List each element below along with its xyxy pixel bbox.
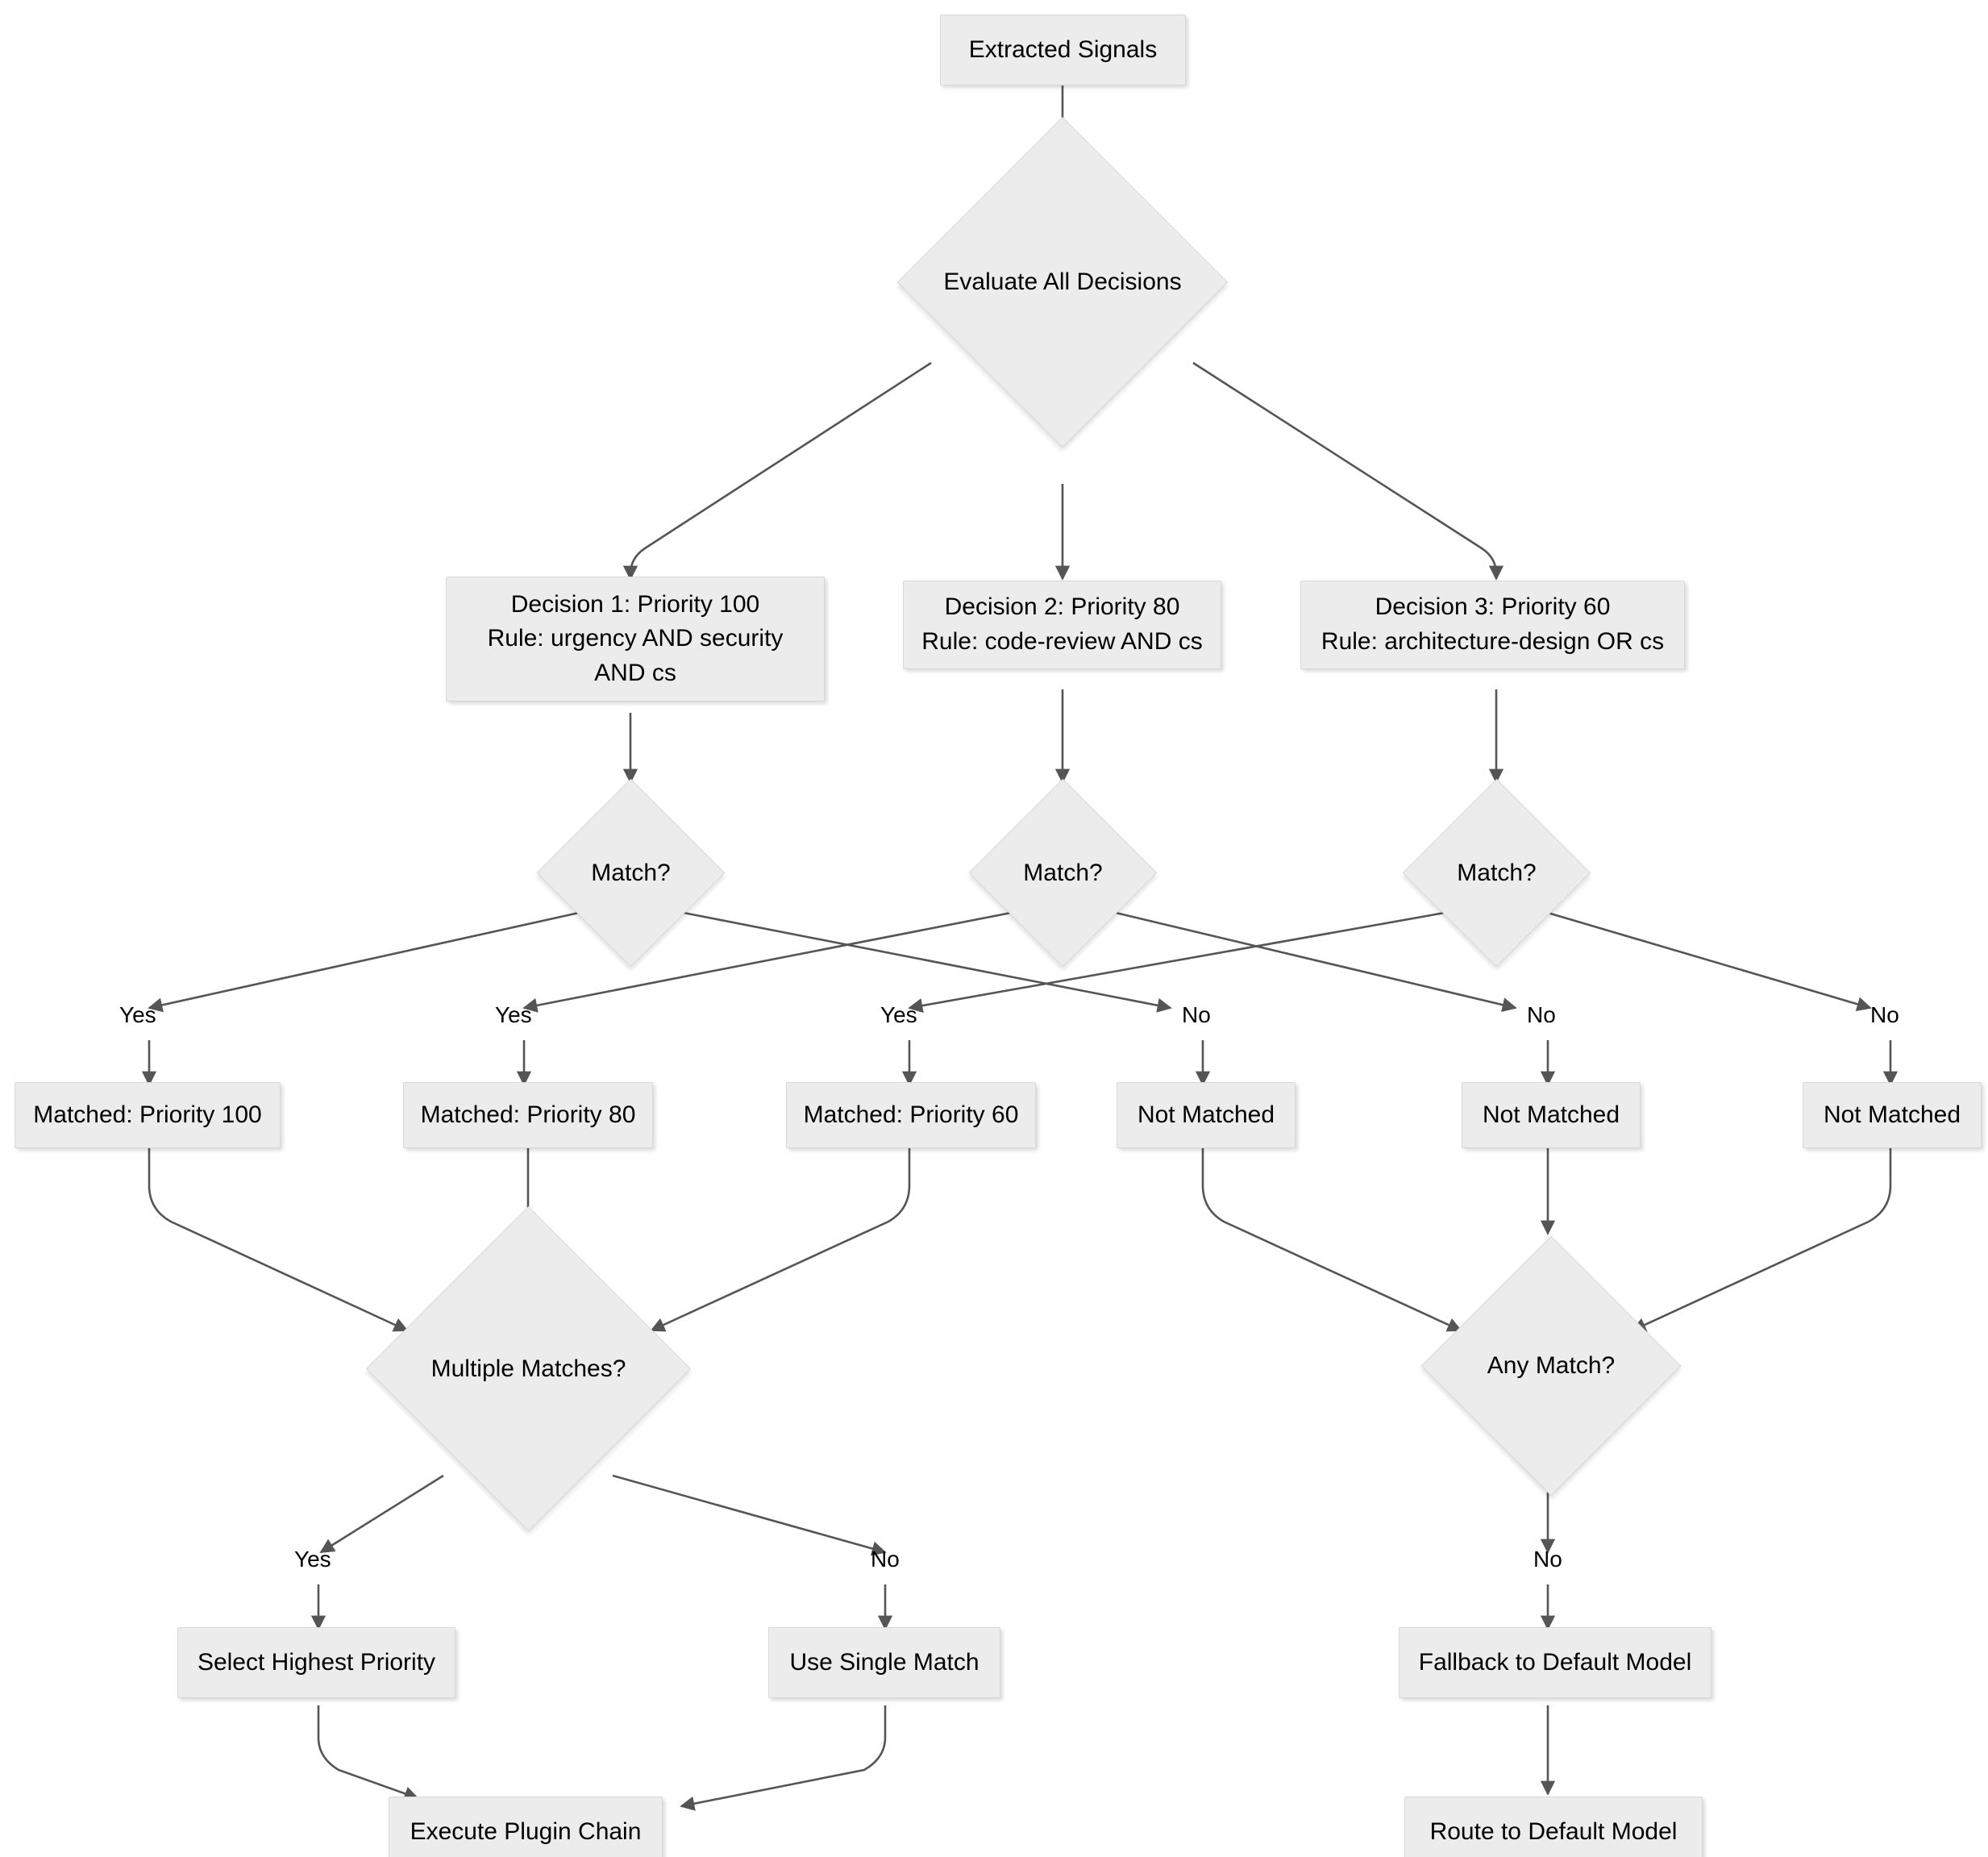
edge-label-no-1: No <box>1182 1002 1211 1027</box>
edge-selecthighest-execute <box>317 1705 419 1801</box>
node-use-single-match[interactable]: Use Single Match <box>768 1627 1000 1698</box>
node-label: Route to Default Model <box>1429 1817 1678 1845</box>
edge-label-multiple-yes: Yes <box>294 1547 331 1572</box>
edge-notmatched1-anymatch <box>1201 1145 1462 1332</box>
node-label: Not Matched <box>1823 1101 1961 1128</box>
edge-match3-no <box>1547 911 1872 1012</box>
node-match-1[interactable]: Match? <box>536 778 726 968</box>
node-label: Decision 3: Priority 60 Rule: architectu… <box>1320 593 1665 655</box>
node-matched-priority-100[interactable]: Matched: Priority 100 <box>15 1082 281 1148</box>
edge-evaluate-decision1 <box>622 361 932 581</box>
edge-label-multiple-no: No <box>871 1547 900 1572</box>
edge-label-yes-3: Yes <box>880 1002 917 1027</box>
node-not-matched-1[interactable]: Not Matched <box>1117 1082 1296 1148</box>
node-label: Match? <box>591 859 671 886</box>
edge-label-no-3: No <box>1870 1002 1899 1027</box>
node-route-to-default-model[interactable]: Route to Default Model <box>1404 1797 1703 1857</box>
edge-matched60-multiple <box>650 1145 911 1332</box>
node-label: Matched: Priority 100 <box>33 1101 262 1128</box>
edge-label-yes-1: Yes <box>119 1002 156 1027</box>
node-label: Not Matched <box>1137 1101 1275 1128</box>
node-evaluate-all-decisions[interactable]: Evaluate All Decisions <box>896 116 1229 448</box>
edge-notmatched3-anymatch <box>1631 1145 1892 1332</box>
node-label: Multiple Matches? <box>430 1355 626 1382</box>
node-label: Any Match? <box>1487 1352 1616 1379</box>
node-match-2[interactable]: Match? <box>968 778 1158 968</box>
node-matched-priority-60[interactable]: Matched: Priority 60 <box>786 1082 1036 1148</box>
edge-multiple-no <box>612 1474 887 1556</box>
edge-match1-yes <box>148 911 580 1013</box>
edge-evaluate-decision3 <box>1192 361 1504 581</box>
node-not-matched-2[interactable]: Not Matched <box>1462 1082 1641 1148</box>
node-multiple-matches[interactable]: Multiple Matches? <box>365 1205 692 1532</box>
node-not-matched-3[interactable]: Not Matched <box>1803 1082 1982 1148</box>
node-execute-plugin-chain[interactable]: Execute Plugin Chain <box>389 1797 663 1857</box>
node-label: Select Highest Priority <box>197 1648 436 1676</box>
node-label: Match? <box>1023 859 1103 886</box>
node-select-highest-priority[interactable]: Select Highest Priority <box>177 1627 455 1698</box>
node-label: Extracted Signals <box>968 35 1158 63</box>
edge-multiple-yes <box>319 1474 444 1554</box>
node-label: Fallback to Default Model <box>1418 1648 1692 1676</box>
node-label: Use Single Match <box>789 1648 979 1676</box>
edge-label-anymatch-no: No <box>1533 1547 1562 1572</box>
node-label: Decision 1: Priority 100 Rule: urgency A… <box>487 590 784 686</box>
node-decision-1[interactable]: Decision 1: Priority 100 Rule: urgency A… <box>446 577 825 702</box>
node-matched-priority-80[interactable]: Matched: Priority 80 <box>403 1082 653 1148</box>
edge-matched100-multiple <box>148 1145 409 1332</box>
node-label: Matched: Priority 60 <box>803 1101 1019 1128</box>
node-fallback-to-default-model[interactable]: Fallback to Default Model <box>1399 1627 1711 1698</box>
edge-label-no-2: No <box>1527 1002 1556 1027</box>
node-label: Decision 2: Priority 80 Rule: code-revie… <box>921 593 1203 655</box>
node-any-match[interactable]: Any Match? <box>1420 1235 1682 1497</box>
edge-label-yes-2: Yes <box>495 1002 532 1027</box>
node-match-3[interactable]: Match? <box>1402 778 1591 968</box>
node-extracted-signals[interactable]: Extracted Signals <box>940 15 1186 85</box>
edge-usesingle-execute <box>680 1705 887 1811</box>
node-decision-2[interactable]: Decision 2: Priority 80 Rule: code-revie… <box>903 581 1221 669</box>
node-label: Matched: Priority 80 <box>420 1101 636 1128</box>
node-label: Execute Plugin Chain <box>410 1817 642 1845</box>
node-label: Match? <box>1457 859 1537 886</box>
node-label: Evaluate All Decisions <box>943 269 1182 295</box>
edge-match3-yes <box>908 911 1445 1014</box>
node-label: Not Matched <box>1482 1101 1620 1128</box>
node-decision-3[interactable]: Decision 3: Priority 60 Rule: architectu… <box>1300 581 1685 669</box>
